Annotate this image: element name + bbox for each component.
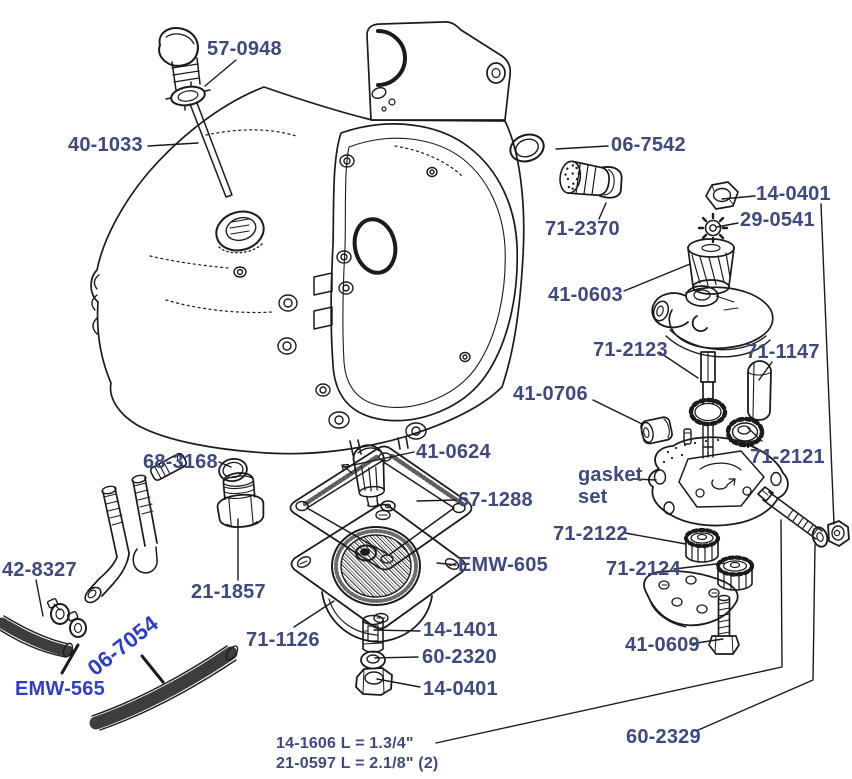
plunger-drawing xyxy=(747,360,772,421)
spec-note-21-0597: 21-0597 L = 2.1/8" (2) xyxy=(276,755,439,772)
part-label-40-1033: 40-1033 xyxy=(68,134,143,156)
oil-hose-left-drawing xyxy=(0,615,74,658)
part-label-21-1857: 21-1857 xyxy=(191,581,266,603)
nut-top-drawing xyxy=(705,181,739,210)
crankcase-drawing xyxy=(90,21,525,456)
part-label-71-2121: 71-2121 xyxy=(750,446,825,468)
part-label-57-0948: 57-0948 xyxy=(207,38,282,60)
part-label-41-0609: 41-0609 xyxy=(625,634,700,656)
part-label-14-1401: 14-1401 xyxy=(423,619,498,641)
part-label-42-8327: 42-8327 xyxy=(2,559,77,581)
hose-clamps-drawing xyxy=(46,597,87,638)
filter-screen-drawing xyxy=(290,503,467,643)
dipstick-drawing xyxy=(158,27,233,198)
gasket-67-1288-drawing xyxy=(289,445,473,571)
part-label-06-7542: 06-7542 xyxy=(611,134,686,156)
oil-pump-body-drawing xyxy=(651,285,774,358)
lock-washer-drawing xyxy=(697,212,729,244)
part-label-60-2320: 60-2320 xyxy=(422,646,497,668)
part-label-14-0401-top: 14-0401 xyxy=(756,183,831,205)
part-label-29-0541: 29-0541 xyxy=(740,209,815,231)
washer-60-2320-drawing xyxy=(360,650,386,670)
part-label-71-1147: 71-1147 xyxy=(746,341,820,363)
o-ring-drawing xyxy=(218,457,248,483)
nut-bottom-drawing xyxy=(355,667,393,696)
part-label-71-2123: 71-2123 xyxy=(593,339,668,361)
bolt-41-0609-drawing xyxy=(708,594,740,655)
part-label-EMW-605: EMW-605 xyxy=(458,554,548,576)
pump-plate-drawing xyxy=(643,570,739,628)
long-bolt-drawing xyxy=(757,486,850,548)
oil-pipe-fork-drawing xyxy=(84,474,158,604)
part-label-EMW-565: EMW-565 xyxy=(15,678,105,700)
part-label-71-1126: 71-1126 xyxy=(246,629,320,651)
part-label-14-0401-bottom: 14-0401 xyxy=(423,678,498,700)
worm-gear-drawing xyxy=(687,238,735,295)
nipple-fitting-drawing xyxy=(149,452,188,481)
part-label-41-0603: 41-0603 xyxy=(548,284,623,306)
part-label-71-2122: 71-2122 xyxy=(553,523,628,545)
filter-plug-drawing xyxy=(559,160,623,199)
pump-shaft-drawing xyxy=(683,351,728,459)
sealing-washer-drawing xyxy=(509,133,545,163)
spec-note-14-1606: 14-1606 L = 1.3/4" xyxy=(276,735,414,752)
gear-71-2122-drawing xyxy=(683,527,721,563)
part-label-68-3168: 68-3168 xyxy=(143,451,218,473)
part-label-71-2370: 71-2370 xyxy=(545,218,620,240)
part-label-41-0706: 41-0706 xyxy=(513,383,588,405)
leader-lines xyxy=(35,59,835,744)
gear-71-2124-drawing xyxy=(715,555,755,591)
part-label-41-0624: 41-0624 xyxy=(416,441,491,463)
bushing-drawing xyxy=(640,416,673,445)
part-label-67-1288: 67-1288 xyxy=(458,489,533,511)
part-label-71-2124: 71-2124 xyxy=(606,558,681,580)
part-label-gasket-set: gasket set xyxy=(578,464,643,508)
part-label-60-2329: 60-2329 xyxy=(626,726,701,748)
oil-hose-06-7054-drawing xyxy=(89,645,239,731)
drain-plug-drawing xyxy=(216,472,265,528)
gear-71-2121-drawing xyxy=(725,416,765,448)
